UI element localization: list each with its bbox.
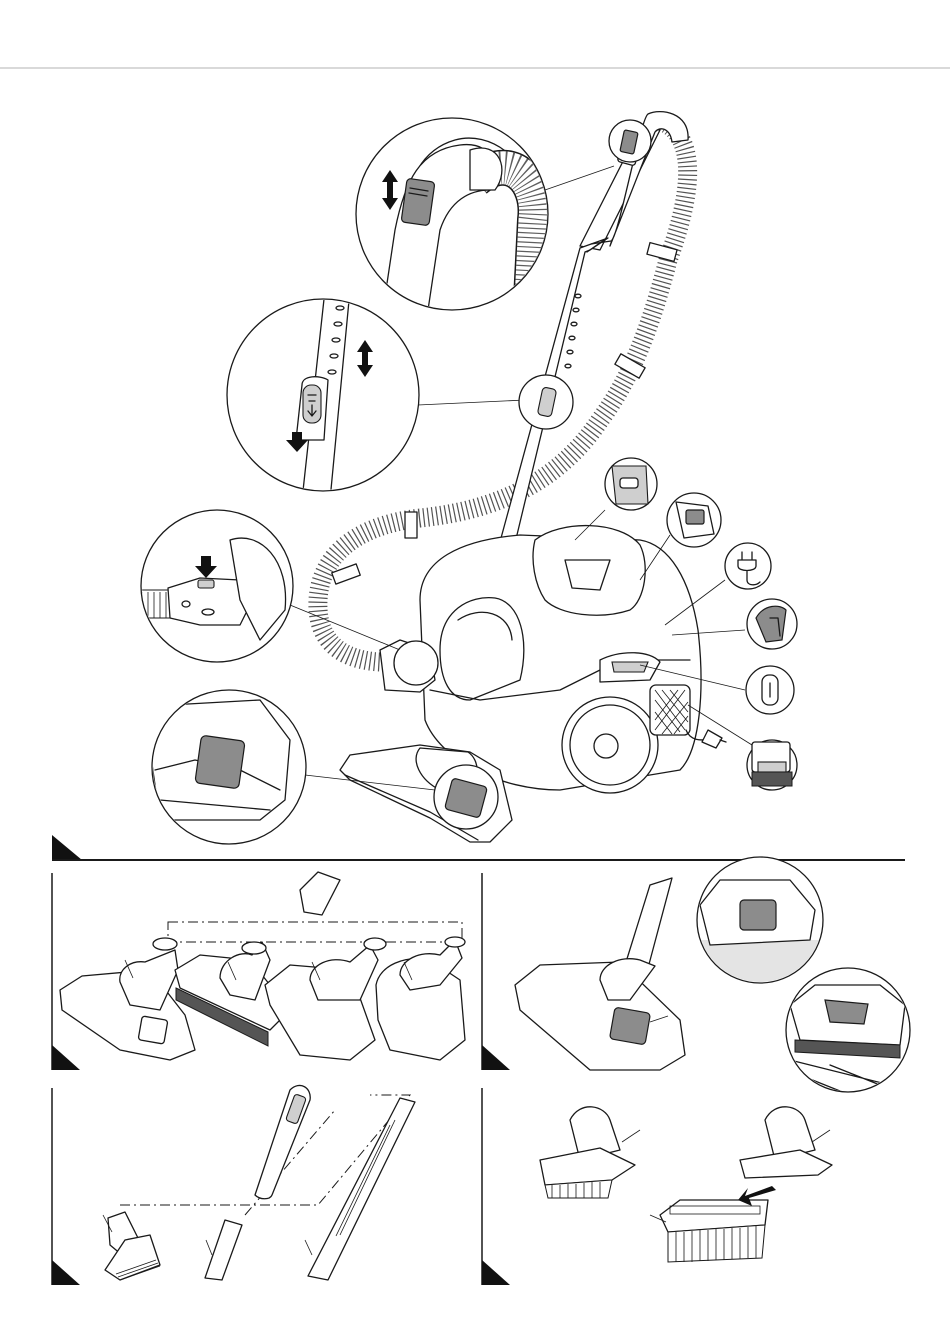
nozzle-turbo-flat bbox=[265, 938, 386, 1060]
crevice-tool-short bbox=[205, 1220, 242, 1280]
dusting-brush bbox=[103, 1212, 160, 1280]
vacuum-overview bbox=[140, 112, 797, 844]
brush-with-strip bbox=[540, 1107, 640, 1198]
panel-nozzle-switch bbox=[482, 857, 910, 1095]
panel-brush-strip bbox=[482, 1088, 832, 1285]
exhaust-grille bbox=[650, 685, 690, 735]
detail-hose-release bbox=[140, 510, 293, 662]
crevice-tool-long bbox=[305, 1098, 415, 1280]
nozzle-standard bbox=[60, 938, 195, 1060]
removable-brush-strip bbox=[650, 1186, 776, 1262]
detail-carpet-mode bbox=[695, 857, 825, 990]
detail-handle-slider bbox=[356, 118, 560, 330]
nozzle-turbo-brush bbox=[376, 937, 465, 1060]
detail-nozzle-pedal bbox=[150, 690, 306, 844]
brush-without-strip bbox=[740, 1107, 832, 1178]
detail-hard-floor-mode bbox=[786, 968, 910, 1095]
panel-small-tools bbox=[52, 1085, 415, 1285]
section-marker-overview bbox=[52, 835, 82, 860]
panel-floor-nozzles bbox=[52, 872, 465, 1070]
detail-tube-lock bbox=[227, 290, 419, 500]
